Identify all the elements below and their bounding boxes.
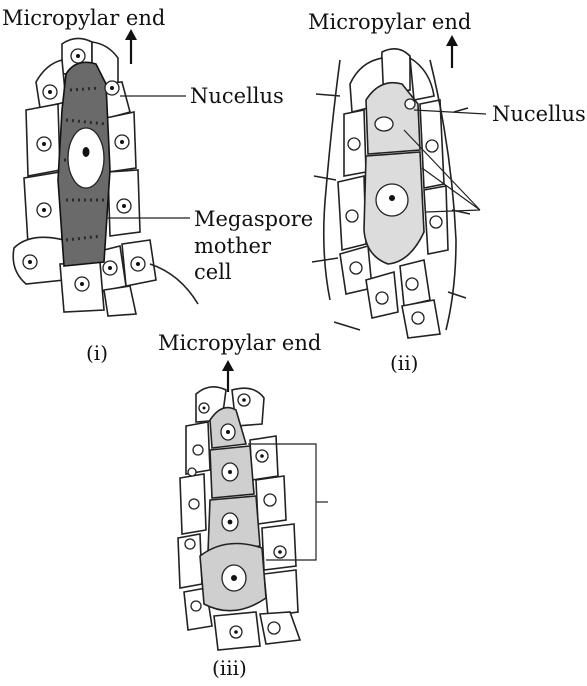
panel-i-mmc-label-line1: Megaspore <box>194 207 313 231</box>
panel-ii: Micropylar end <box>308 10 586 375</box>
panel-ii-caption: (ii) <box>390 351 418 375</box>
panel-ii-arrow-icon <box>446 35 458 68</box>
panel-ii-nucellus-label: Nucellus <box>492 102 586 126</box>
panel-iii: Micropylar end <box>158 331 328 680</box>
panel-i-megaspore-mother-cell <box>58 62 110 266</box>
panel-iii-micropylar-label: Micropylar end <box>158 331 321 355</box>
panel-i-nucellus-label: Nucellus <box>190 84 284 108</box>
panel-i-arrow-icon <box>125 29 137 64</box>
panel-ii-micropylar-label: Micropylar end <box>308 10 471 34</box>
panel-iii-caption: (iii) <box>212 656 247 680</box>
panel-i-mmc-label-line3: cell <box>194 260 232 284</box>
panel-i-micropylar-label: Micropylar end <box>2 6 165 30</box>
panel-i-mmc-label-line2: mother <box>194 234 272 258</box>
panel-i-caption: (i) <box>86 341 108 365</box>
panel-iii-arrow-icon <box>222 360 234 392</box>
panel-i: Micropylar end <box>2 6 313 365</box>
